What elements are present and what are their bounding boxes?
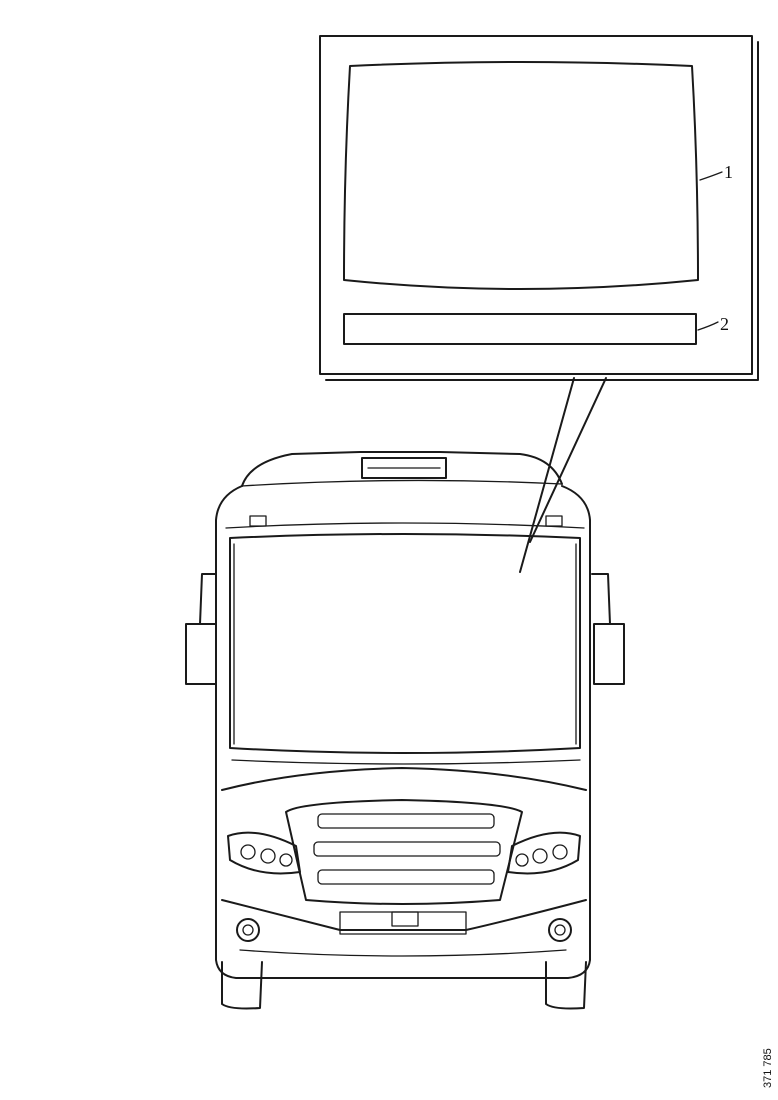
grille-surround [285,799,523,905]
callout-label-1: 1 [724,162,733,182]
tyre-right [545,961,587,1010]
windscreen-lower-strip [231,759,581,765]
mirror-left-arm [199,573,217,625]
bus-roof [241,451,563,487]
headlight-left-lamp-3 [279,853,293,867]
marker-light-right [545,515,563,527]
callout-leader-1 [699,171,723,181]
tyre-left [221,961,263,1010]
bus-body-outline [215,485,591,979]
glass-strip-outline [343,313,697,345]
front-hood [221,767,587,791]
detail-inset: 1 2 [319,35,759,381]
headlight-right-housing [507,831,581,875]
front-bumper [221,899,587,931]
detail-pointer [519,377,607,573]
detail-box-frame [319,35,753,375]
figure-reference-code: 371 785 [762,1048,774,1088]
mirror-right-arm [591,573,611,625]
fog-lamp-left [236,918,260,942]
grille-bar-2 [313,841,501,857]
headlight-left [227,831,301,875]
detail-box-shadow [325,41,759,381]
callout-label-2: 2 [720,314,729,334]
bus-front-view [185,451,625,1010]
fog-lamp-left-inner [242,924,254,936]
headlight-right-lamp-3 [515,853,529,867]
pointer-line-left [519,377,575,573]
upper-front-panel-line [225,522,585,529]
windscreen-glass-outline [343,61,699,290]
headlight-right-lamp-2 [532,848,548,864]
roof-line [241,479,563,487]
mirror-right-head [593,623,625,685]
headlight-left-housing [227,831,301,875]
fog-lamp-right [548,918,572,942]
headlight-right [507,831,581,875]
callout-leader-2 [697,321,719,331]
fog-lamp-right-inner [554,924,566,936]
marker-light-left [249,515,267,527]
headlight-left-lamp-2 [260,848,276,864]
pointer-line-right [529,377,607,543]
lower-bumper-line [239,949,567,957]
destination-sign [361,457,447,479]
mirror-right [591,573,625,685]
mirror-left-head [185,623,217,685]
grille-bar-3 [317,869,495,885]
grille-bar-1 [317,813,495,829]
headlight-right-lamp-1 [552,844,568,860]
mirror-left [185,573,217,685]
bus-windscreen [229,533,581,754]
headlight-left-lamp-1 [240,844,256,860]
tow-hook-cover [391,911,419,927]
